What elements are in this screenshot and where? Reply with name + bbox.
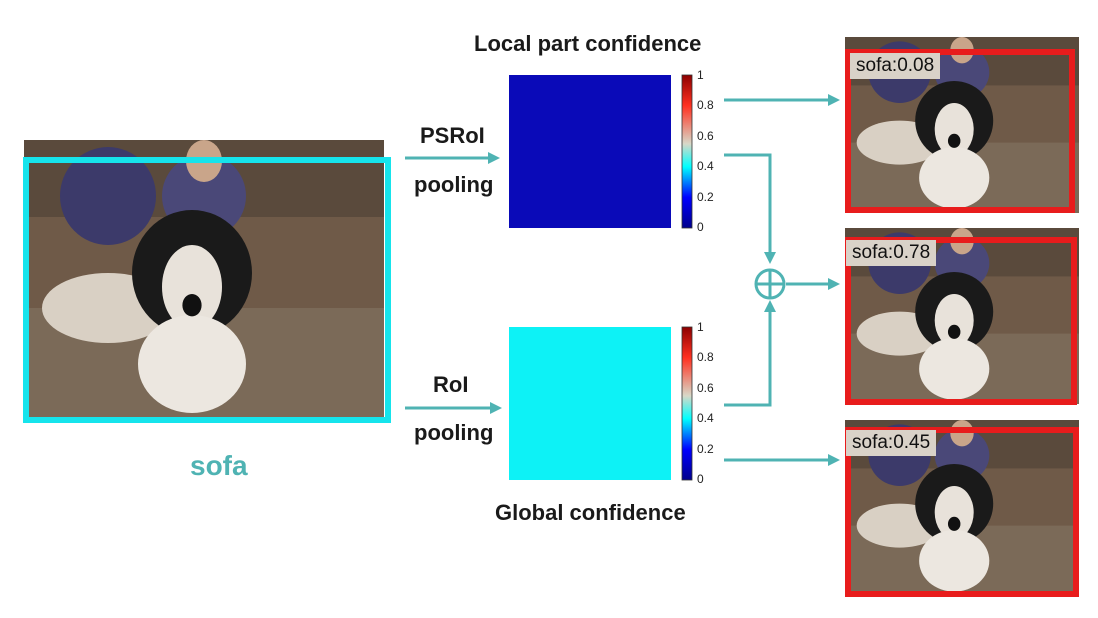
input-class-label: sofa (190, 450, 248, 481)
local-confidence-title: Local part confidence (474, 31, 702, 56)
arrow-roi (405, 402, 502, 414)
colorbar-bottom-tick: 0 (697, 472, 704, 486)
colorbar-top-tick: 0 (697, 220, 704, 234)
colorbar-top-tick: 0.8 (697, 98, 714, 112)
colorbar-bottom-tick: 0.8 (697, 350, 714, 364)
roi-pooling-label: pooling (414, 420, 494, 445)
arrow-global-to-output3 (724, 454, 840, 466)
colorbar-bottom-tick: 0.2 (697, 442, 714, 456)
colorbar-bottom-tick: 0.4 (697, 411, 714, 425)
colorbar-top-tick: 1 (697, 68, 704, 82)
arrow-local-to-output1 (724, 94, 840, 106)
output-box-1 (845, 49, 1075, 213)
output-box-2 (845, 237, 1077, 405)
colorbar-top (681, 74, 693, 229)
colorbar-top-tick: 0.4 (697, 159, 714, 173)
colorbar-top-tick: 0.6 (697, 129, 714, 143)
arrow-local-to-fusion (724, 153, 776, 264)
fusion-plus-icon (754, 268, 786, 300)
output-score-2: sofa:0.78 (846, 240, 937, 266)
input-image (24, 140, 384, 420)
colorbar-bottom (681, 326, 693, 481)
arrow-fusion-to-output2 (786, 278, 840, 290)
colorbar-bottom-tick: 1 (697, 320, 704, 334)
output-box-3 (845, 427, 1079, 597)
global-confidence-map (509, 327, 671, 480)
colorbar-bottom-tick: 0.6 (697, 381, 714, 395)
output-score-3: sofa:0.45 (846, 430, 937, 456)
global-confidence-title: Global confidence (495, 500, 686, 525)
input-bounding-box (23, 157, 391, 423)
local-confidence-map (509, 75, 671, 228)
roi-label: RoI (433, 372, 469, 397)
arrow-psroi (405, 152, 500, 164)
output-score-1: sofa:0.08 (850, 53, 941, 79)
colorbar-top-tick: 0.2 (697, 190, 714, 204)
psroi-label: PSRoI (420, 123, 485, 148)
arrow-global-to-fusion (724, 300, 776, 407)
psroi-pooling-label: pooling (414, 172, 494, 197)
